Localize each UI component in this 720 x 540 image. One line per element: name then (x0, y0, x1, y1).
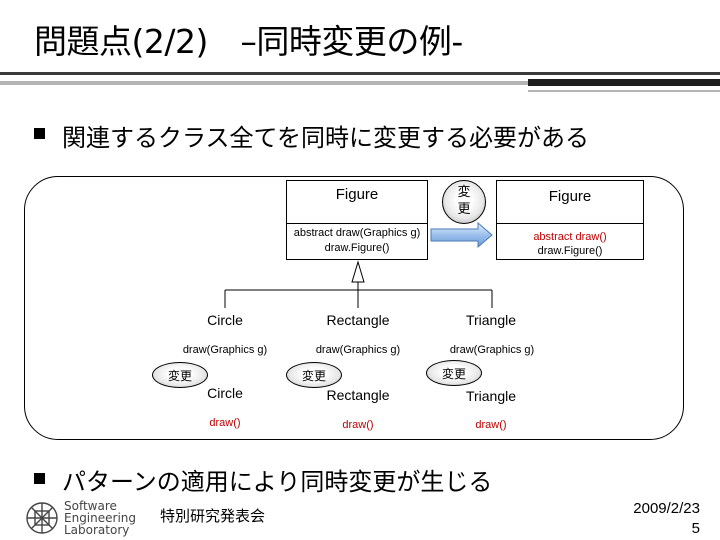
change-oval-circle: 変更 (152, 362, 208, 388)
header-rule (0, 72, 720, 75)
diagram-panel (24, 176, 684, 440)
bullet-marker (34, 128, 45, 139)
slide-title: 問題点(2/2) –同時変更の例- (34, 22, 463, 61)
rectangle-old-name: Rectangle (326, 312, 390, 328)
rectangle-old-method: draw(Graphics g) (315, 344, 401, 356)
change-bubble: 変更 (442, 180, 486, 224)
change-oval-label: 変更 (301, 369, 326, 383)
figure-old-call: draw.Figure() (324, 242, 390, 254)
change-arrow (430, 222, 493, 248)
triangle-new-name: Triangle (465, 388, 517, 404)
header-bar-mid (476, 81, 528, 85)
triangle-old-name: Triangle (465, 312, 517, 328)
figure-new-class: Figure abstract draw() draw.Figure() (496, 180, 644, 260)
figure-new-name: Figure (548, 188, 592, 205)
figure-old-name: Figure (335, 186, 379, 203)
circle-old-name: Circle (207, 312, 243, 328)
logo-line: Engineering (64, 511, 136, 525)
header-bar-thin (528, 90, 720, 92)
bullet-text: パターンの適用により同時変更が生じる (62, 468, 493, 496)
circle-new-name: Circle (207, 385, 243, 401)
inheritance-triangle (351, 260, 365, 283)
change-bubble-label: 変更 (457, 185, 471, 217)
lab-logo-text: Software Engineering Laboratory (64, 500, 136, 536)
rectangle-new-name: Rectangle (326, 387, 390, 403)
figure-old-method: abstract draw(Graphics g) (293, 227, 421, 239)
footer-event: 特別研究発表会 (160, 507, 266, 525)
page-number: 5 (691, 520, 700, 537)
bullet-text: 関連するクラス全てを同時に変更する必要がある (62, 124, 590, 152)
figure-old-class: Figure abstract draw(Graphics g) draw.Fi… (286, 180, 428, 260)
class-divider (287, 223, 427, 224)
logo-line: Laboratory (64, 523, 130, 537)
figure-new-method: abstract draw() (533, 231, 607, 243)
triangle-new-method: draw() (475, 419, 507, 431)
footer-date: 2009/2/23 (633, 500, 700, 517)
change-oval-label: 変更 (167, 369, 192, 383)
figure-new-call: draw.Figure() (537, 245, 603, 257)
bullet-marker (34, 473, 45, 484)
circle-old-method: draw(Graphics g) (182, 344, 268, 356)
change-oval-rectangle: 変更 (286, 362, 342, 388)
change-oval-label: 変更 (441, 367, 466, 381)
class-divider (497, 223, 643, 224)
triangle-old-method: draw(Graphics g) (449, 344, 535, 356)
circle-new-method: draw() (209, 417, 241, 429)
header-bar-light (0, 81, 476, 85)
logo-line: Software (64, 499, 117, 513)
rectangle-new-method: draw() (342, 419, 374, 431)
change-oval-triangle: 変更 (426, 360, 482, 386)
lab-logo-icon (26, 502, 58, 534)
header-bar-dark (528, 79, 720, 86)
